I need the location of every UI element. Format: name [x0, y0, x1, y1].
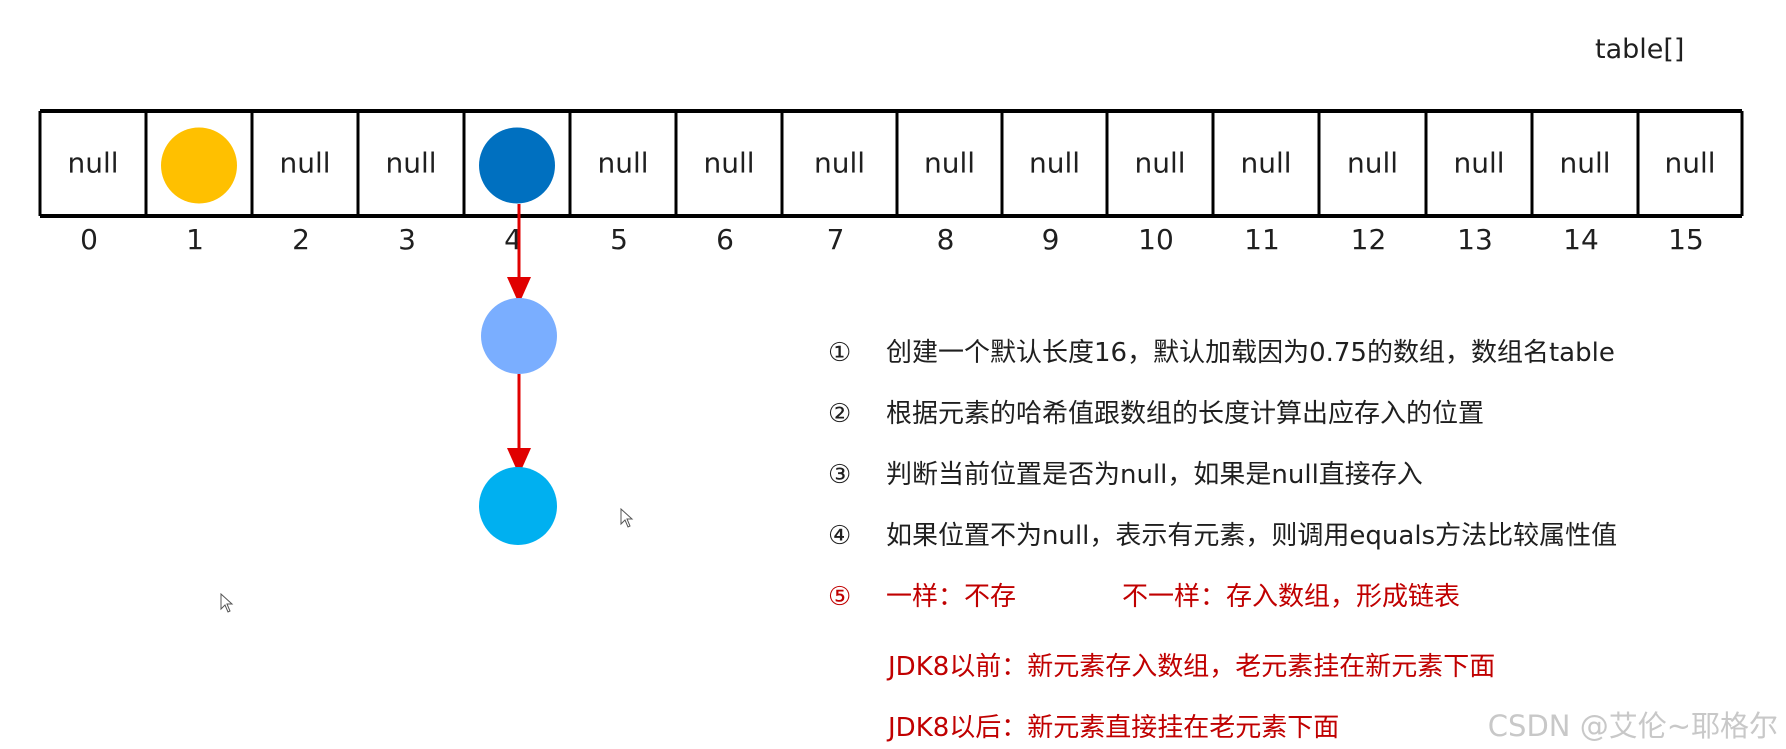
index-label-4: 4: [504, 223, 522, 256]
step-5: ⑤ 一样：不存 不一样：存入数组，形成链表: [828, 580, 1728, 641]
index-label-12: 12: [1351, 223, 1387, 256]
step-number: ④: [828, 521, 852, 551]
step-text: 判断当前位置是否为null，如果是null直接存入: [886, 460, 1423, 490]
steps-list: ① 创建一个默认长度16，默认加载因为0.75的数组，数组名table ② 根据…: [828, 336, 1728, 641]
cell-null-text-10: null: [1134, 147, 1185, 180]
cell-null-text-8: null: [924, 147, 975, 180]
node-slot-4: [479, 127, 555, 204]
step-1: ① 创建一个默认长度16，默认加载因为0.75的数组，数组名table: [828, 336, 1728, 397]
index-label-5: 5: [610, 223, 628, 256]
cell-null-text-11: null: [1240, 147, 1291, 180]
cell-null-text-9: null: [1029, 147, 1080, 180]
index-label-7: 7: [827, 223, 845, 256]
step-number: ⑤: [828, 582, 852, 612]
cursor-icon: [220, 593, 234, 613]
step-number: ②: [828, 399, 852, 429]
cell-null-text-12: null: [1347, 147, 1398, 180]
cursor-icon: [620, 508, 634, 528]
chain-node-1: [481, 298, 557, 374]
index-label-0: 0: [80, 223, 98, 256]
watermark: CSDN @艾伦~耶格尔: [1487, 709, 1778, 743]
step-number: ①: [828, 338, 852, 368]
step-text: 根据元素的哈希值跟数组的长度计算出应存入的位置: [886, 399, 1485, 429]
index-label-9: 9: [1042, 223, 1060, 256]
note-after-jdk8: JDK8以后：新元素直接挂在老元素下面: [888, 713, 1340, 743]
step-text: 创建一个默认长度16，默认加载因为0.75的数组，数组名table: [886, 338, 1615, 368]
index-label-3: 3: [398, 223, 416, 256]
index-label-13: 13: [1457, 223, 1493, 256]
node-slot-1: [161, 127, 237, 204]
index-label-1: 1: [186, 223, 204, 256]
step-text: 如果位置不为null，表示有元素，则调用equals方法比较属性值: [886, 521, 1618, 551]
step-4: ④ 如果位置不为null，表示有元素，则调用equals方法比较属性值: [828, 519, 1728, 580]
cell-null-text-3: null: [385, 147, 436, 180]
index-label-15: 15: [1668, 223, 1704, 256]
chain-node-2: [479, 467, 557, 545]
step-number: ③: [828, 460, 852, 490]
index-label-8: 8: [937, 223, 955, 256]
cell-null-text-5: null: [597, 147, 648, 180]
table-label: table[]: [1595, 34, 1685, 65]
cell-null-text-7: null: [814, 147, 865, 180]
step-text-secondary: 不一样：存入数组，形成链表: [1122, 582, 1461, 612]
index-label-10: 10: [1138, 223, 1174, 256]
cell-null-text-2: null: [279, 147, 330, 180]
cell-null-text-13: null: [1453, 147, 1504, 180]
index-label-14: 14: [1563, 223, 1599, 256]
cell-null-text-14: null: [1559, 147, 1610, 180]
step-text: 一样：不存: [886, 582, 1017, 612]
note-before-jdk8: JDK8以前：新元素存入数组，老元素挂在新元素下面: [888, 652, 1496, 682]
cell-null-text-0: null: [67, 147, 118, 180]
cell-null-text-6: null: [703, 147, 754, 180]
index-label-11: 11: [1244, 223, 1280, 256]
step-2: ② 根据元素的哈希值跟数组的长度计算出应存入的位置: [828, 397, 1728, 458]
step-3: ③ 判断当前位置是否为null，如果是null直接存入: [828, 458, 1728, 519]
index-label-6: 6: [716, 223, 734, 256]
cell-null-text-15: null: [1664, 147, 1715, 180]
index-label-2: 2: [292, 223, 310, 256]
